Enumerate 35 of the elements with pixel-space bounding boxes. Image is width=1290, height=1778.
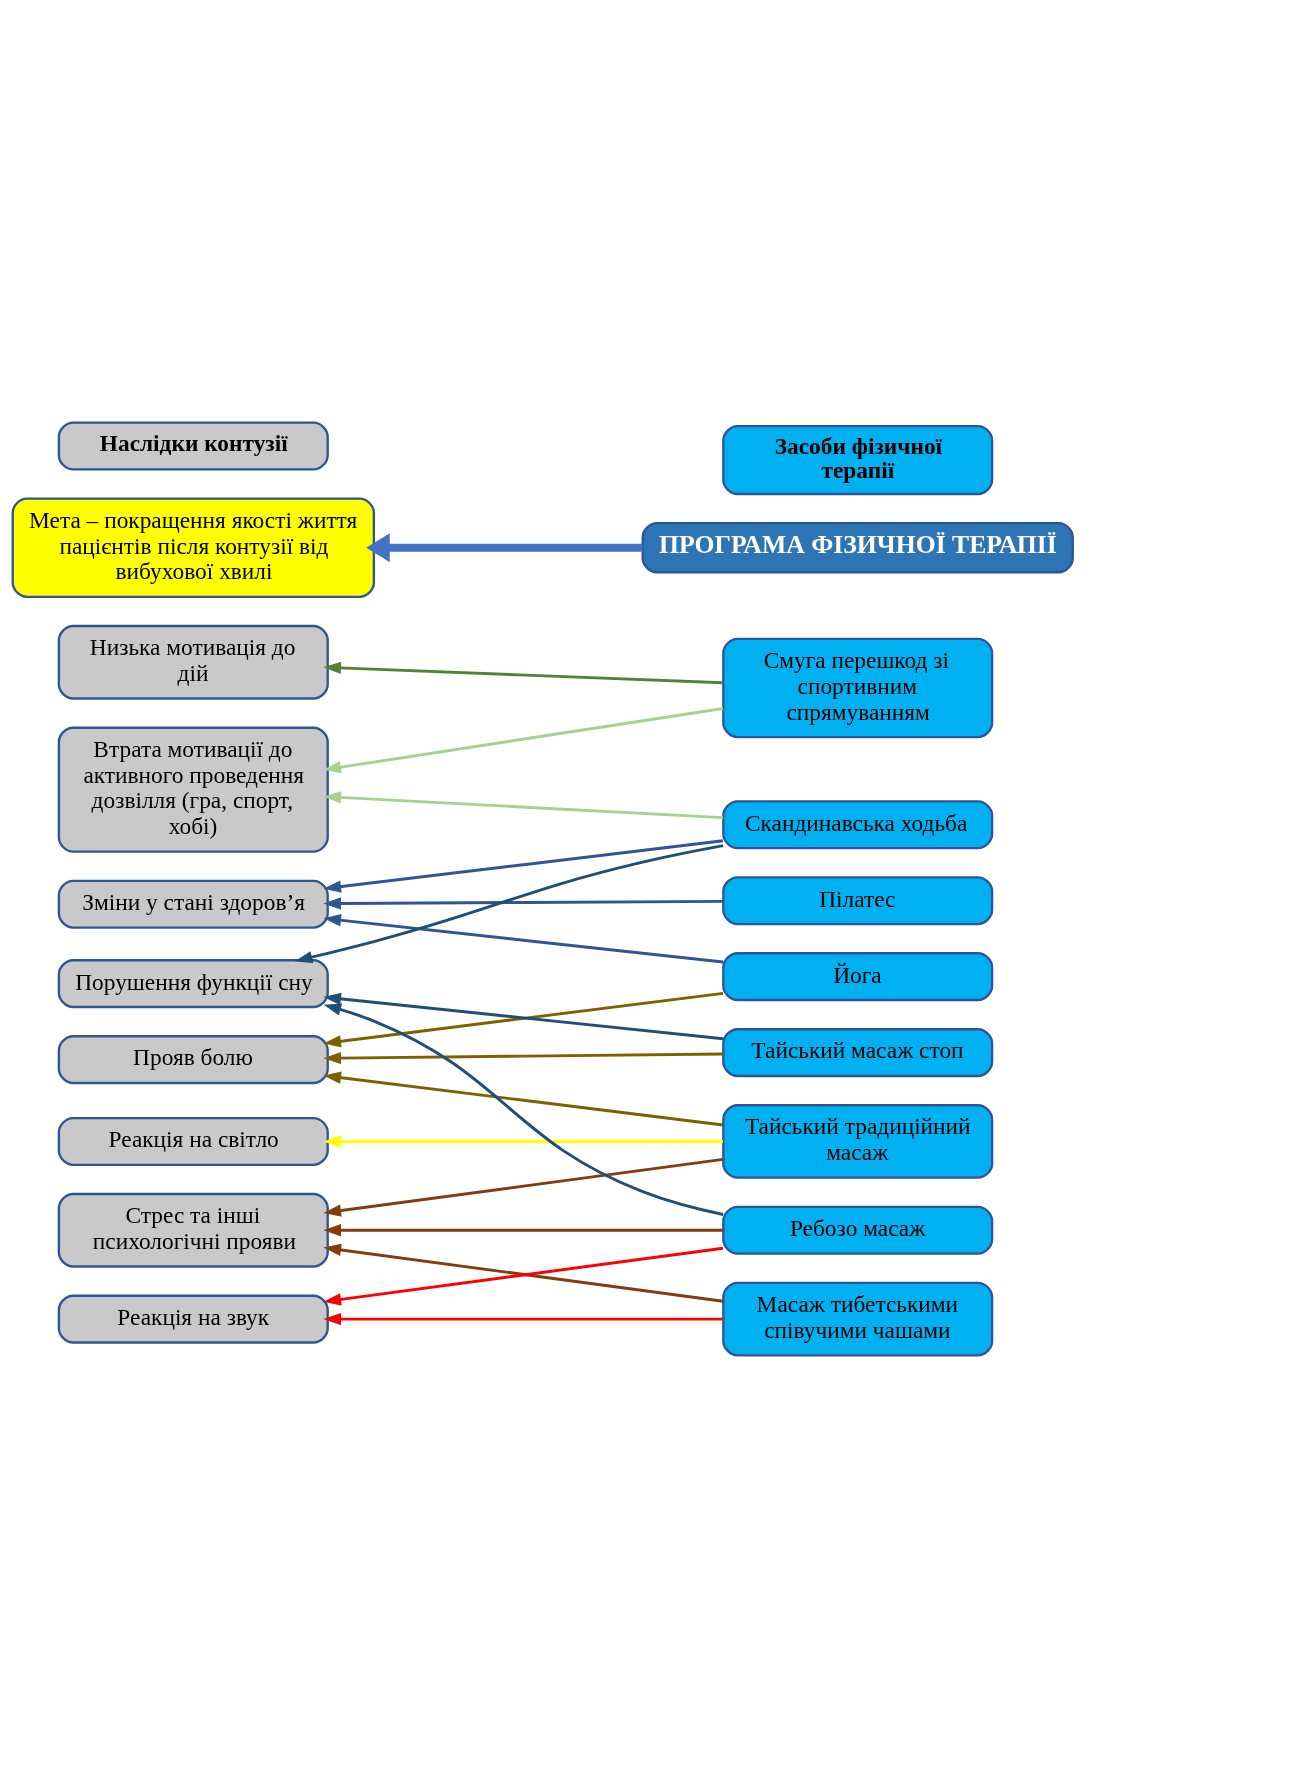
node-box: Скандинавська ходьба xyxy=(722,800,994,850)
node-box: Низька мотивація до дій xyxy=(57,624,329,700)
node-box: Наслідки контузії xyxy=(57,421,329,471)
node-box: Пілатес xyxy=(722,876,994,926)
arrow xyxy=(323,1051,723,1065)
node-box: Смуга перешкод зі спортивним спрямуванням xyxy=(722,637,994,739)
arrow xyxy=(323,1003,724,1216)
arrow xyxy=(323,791,724,820)
arrow xyxy=(366,533,643,563)
arrow xyxy=(323,839,724,893)
arrow xyxy=(323,1312,723,1326)
arrow xyxy=(323,897,723,910)
arrow xyxy=(323,1135,723,1148)
node-box: Реакція на світло xyxy=(57,1116,329,1166)
arrow xyxy=(323,661,724,685)
node-box: Масаж тибетськими співучими чашами xyxy=(722,1281,994,1357)
node-box: Йога xyxy=(722,952,994,1002)
arrow xyxy=(323,1071,724,1127)
arrow xyxy=(294,844,724,964)
node-box: Порушення функції сну xyxy=(57,959,329,1009)
node-box: Реакція на звук xyxy=(57,1294,329,1344)
node-box: Тайський масаж стоп xyxy=(722,1028,994,1078)
node-box: Стрес та інші психологічні прояви xyxy=(57,1192,329,1268)
arrow xyxy=(323,707,724,774)
arrow xyxy=(323,914,724,964)
arrow xyxy=(323,1157,724,1217)
node-box: Тайський традиційний масаж xyxy=(722,1104,994,1179)
node-box: Прояв болю xyxy=(57,1035,329,1085)
node-box: Зміни у стані здоров’я xyxy=(57,879,329,929)
arrow xyxy=(323,1224,723,1237)
node-box: Втрата мотивації до активного проведення дозвілля (гра, спорт, хобі) xyxy=(57,726,329,853)
node-box: Мета – покращення якості життя пацієнтів після контузії від вибухової хвилі xyxy=(11,497,376,598)
node-box: Засоби фізичної терапії xyxy=(722,425,994,496)
node-box: ПРОГРАМА ФІЗИЧНОЇ ТЕРАПІЇ xyxy=(641,522,1074,574)
node-box: Ребозо масаж xyxy=(722,1205,994,1255)
